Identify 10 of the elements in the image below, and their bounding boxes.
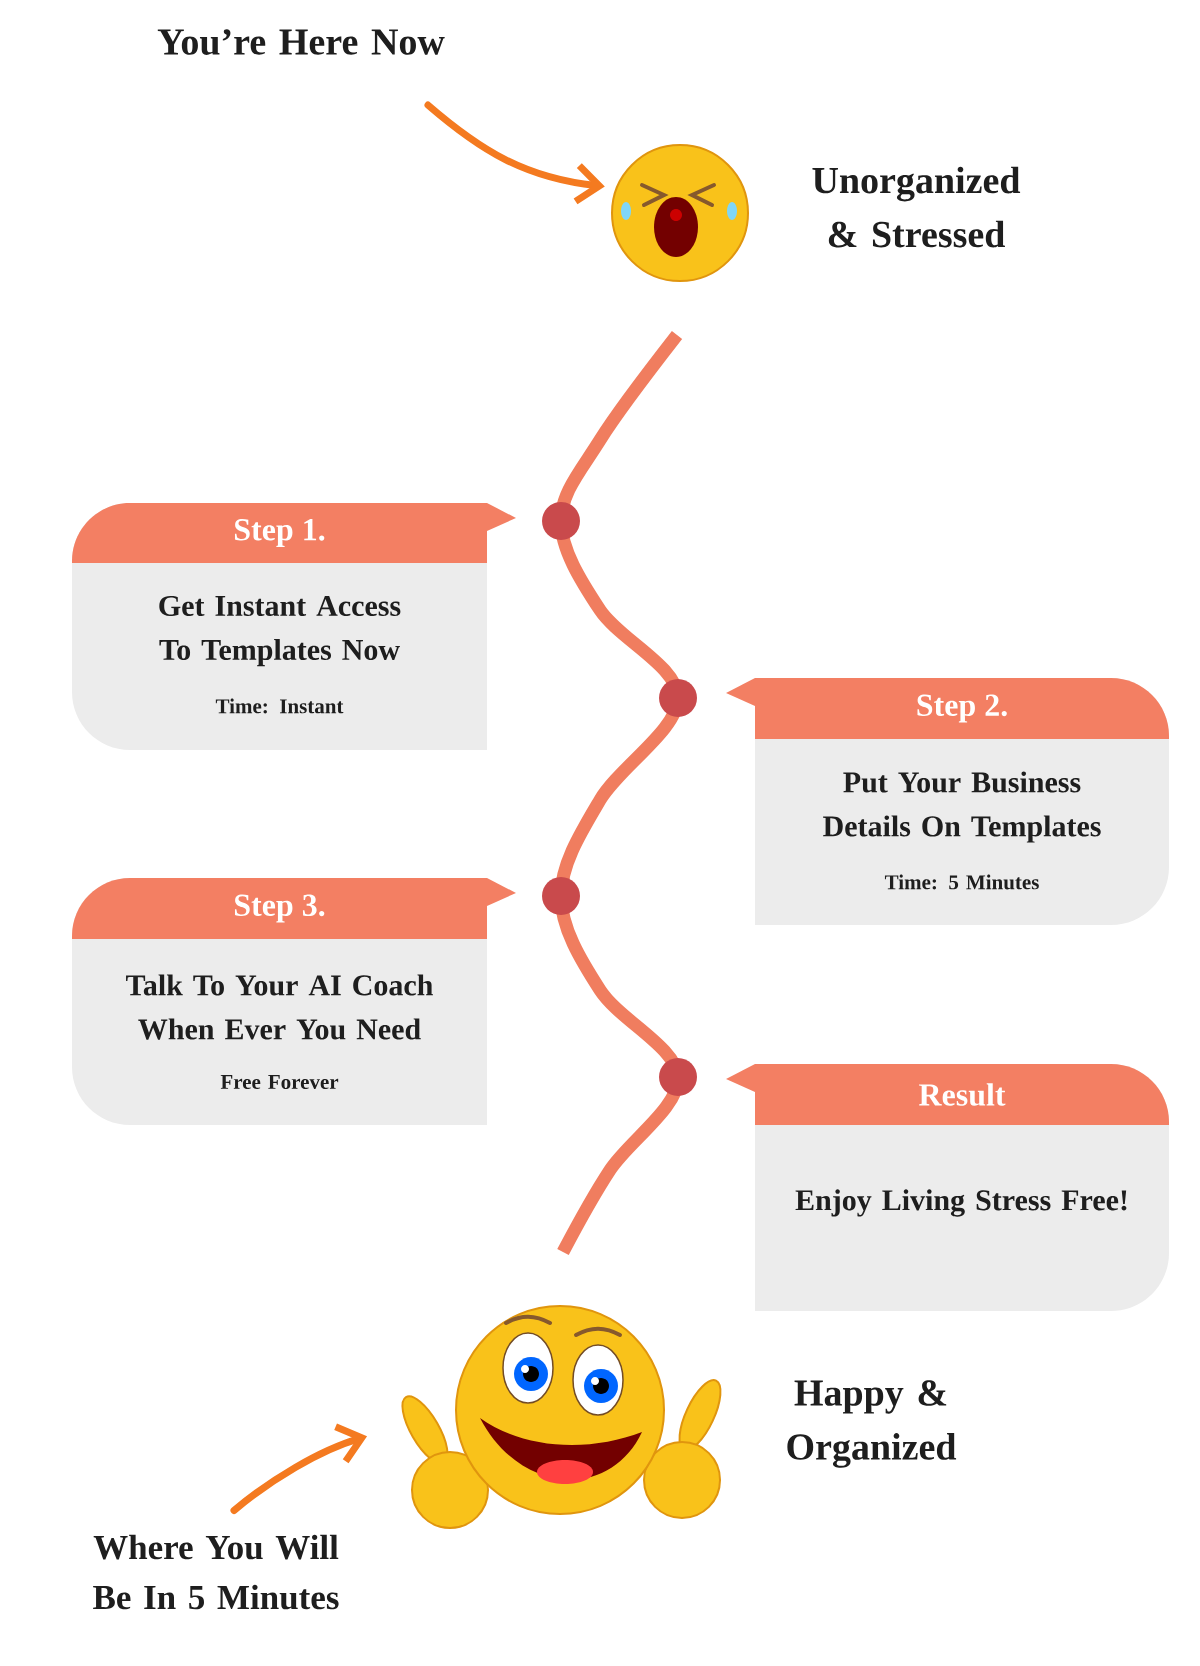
- step-card: Step 2. Put Your Business Details On Templates Time: 5 Minutes: [726, 678, 1169, 925]
- face-caption: Happy & Organized: [787, 1380, 957, 1468]
- heading: Where You Will Be In 5 Minutes: [93, 1534, 339, 1610]
- arrow: [230, 1423, 368, 1514]
- face-caption: Unorganized & Stressed: [812, 166, 1021, 248]
- heading: You’re Here Now: [157, 29, 445, 55]
- arrow: [424, 101, 605, 205]
- step-card: Step 1. Get Instant Access To Templates Now Time: Instant: [72, 503, 516, 750]
- step-card: Step 3. Talk To Your AI Coach When Ever You Need Free Forever: [72, 878, 516, 1125]
- step-card: Result Enjoy Living Stress Free!: [726, 1064, 1169, 1311]
